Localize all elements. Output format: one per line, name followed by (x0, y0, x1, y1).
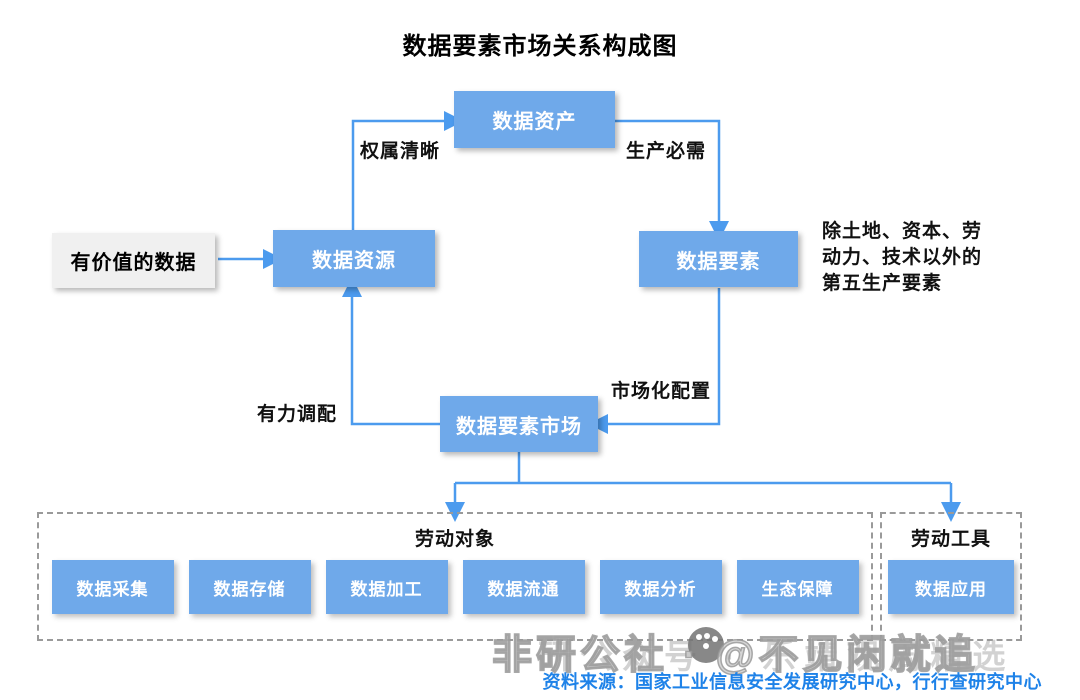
chip-data-processing: 数据加工 (325, 560, 448, 614)
node-data-market-label: 数据要素市场 (456, 415, 582, 438)
group-labor-objects-label: 劳动对象 (414, 529, 495, 550)
node-data-assets: 数据资产 (454, 91, 615, 148)
group-labor-tools: 劳动工具 数据应用 (880, 512, 1022, 641)
node-data-resources: 数据资源 (273, 230, 435, 287)
edge-label-market-allocation: 市场化配置 (611, 381, 712, 402)
arrow-elements-to-market (588, 288, 721, 434)
node-data-assets-label: 数据资产 (492, 111, 577, 133)
chip-data-collection: 数据采集 (51, 560, 174, 614)
chip-data-analysis: 数据分析 (599, 560, 722, 614)
node-valuable-data-label: 有价值的数据 (70, 252, 197, 274)
node-data-resources-label: 数据资源 (312, 250, 396, 272)
labor-objects-chip-row: 数据采集 数据存储 数据加工 数据流通 数据分析 生态保障 (39, 560, 871, 614)
labor-tools-chip-row: 数据应用 (882, 560, 1020, 614)
group-labor-tools-label: 劳动工具 (910, 529, 991, 550)
chip-ecological-support: 生态保障 (736, 560, 859, 614)
chip-data-storage: 数据存储 (188, 560, 311, 614)
source-attribution: 资料来源：国家工业信息安全发展研究中心，行行查研究中心 (542, 672, 1042, 692)
node-valuable-data: 有价值的数据 (52, 233, 215, 288)
node-data-market: 数据要素市场 (440, 396, 598, 452)
chip-data-circulation: 数据流通 (462, 560, 585, 614)
node-data-elements-label: 数据要素 (676, 250, 761, 273)
edge-label-production-required: 生产必需 (626, 141, 707, 162)
diagram-title: 数据要素市场关系构成图 (402, 33, 678, 60)
arrow-market-to-resources (342, 277, 440, 426)
group-labor-objects: 劳动对象 数据采集 数据存储 数据加工 数据流通 数据分析 生态保障 (37, 512, 873, 641)
note-fifth-production-factor: 除土地、资本、劳 动力、技术以外的 第五生产要素 (822, 221, 983, 294)
chip-data-application: 数据应用 (888, 560, 1014, 614)
edge-label-effective-allocation: 有力调配 (257, 404, 338, 425)
node-data-elements: 数据要素 (639, 231, 798, 287)
edge-label-ownership-clear: 权属清晰 (360, 141, 441, 162)
